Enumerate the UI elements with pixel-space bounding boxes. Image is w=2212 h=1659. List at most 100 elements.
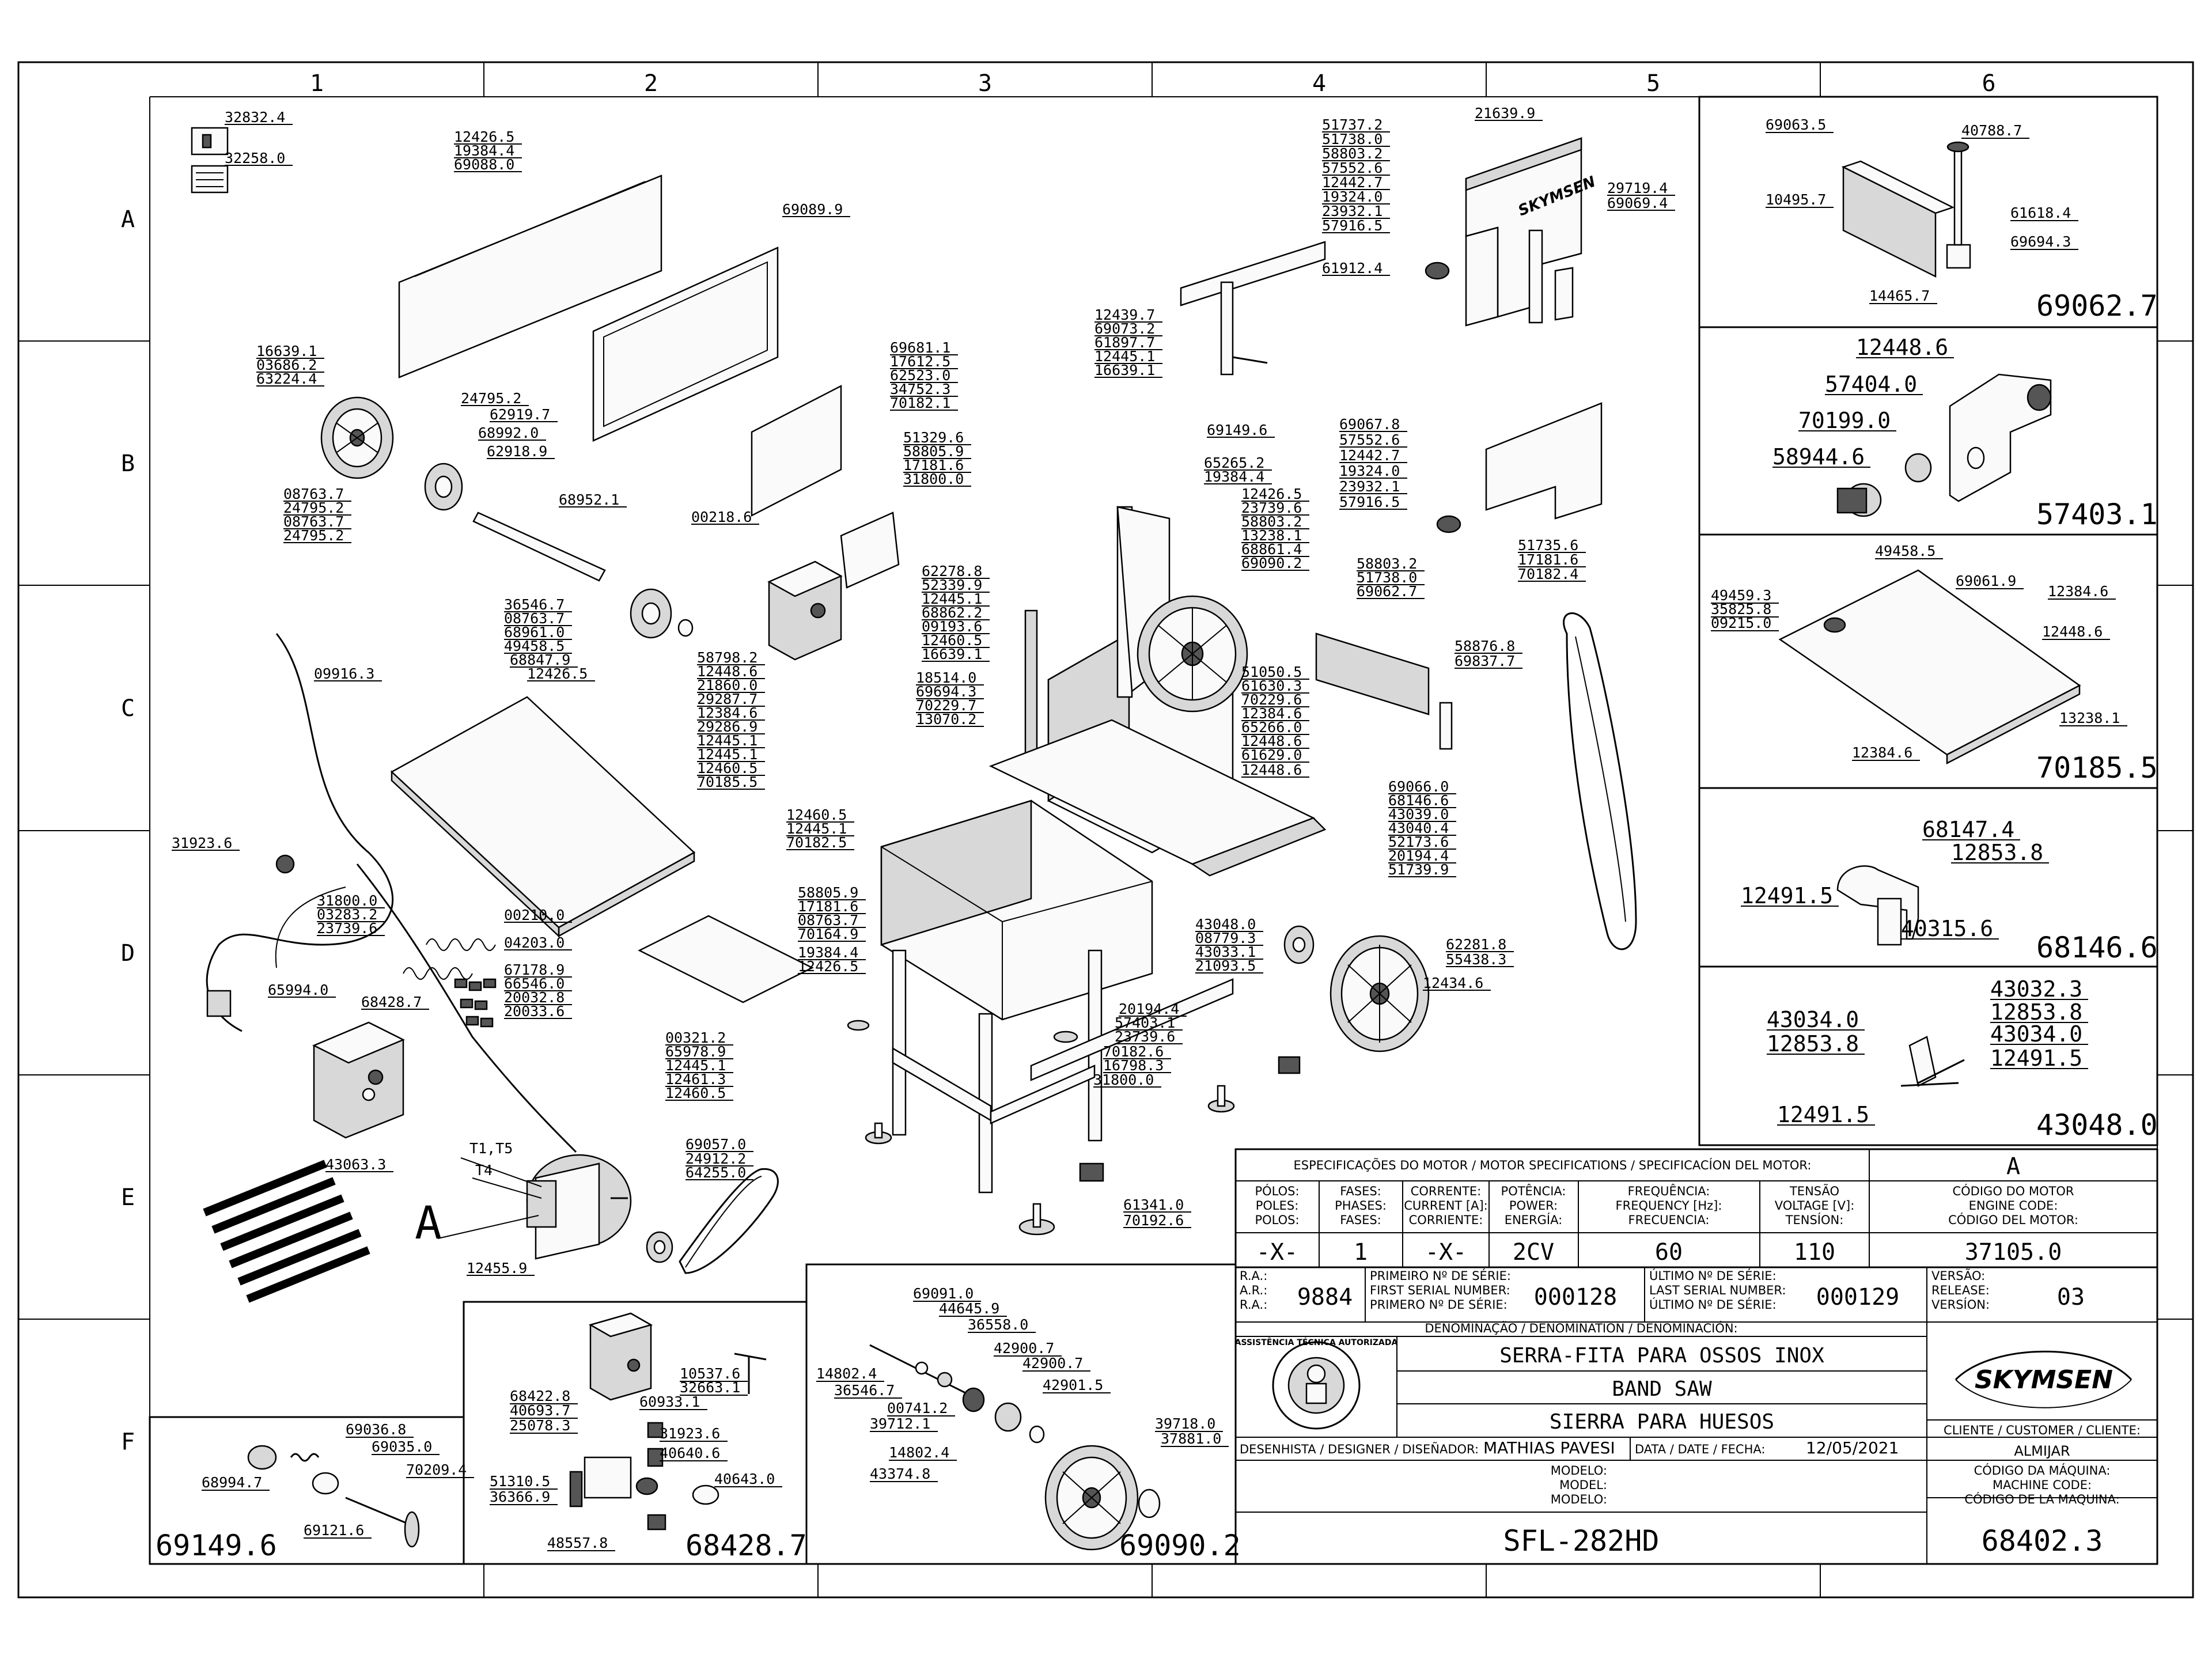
detail-box-code: 70185.5 (2036, 751, 2158, 785)
part-number-label: 36546.7 (504, 596, 565, 613)
motor-spec-value: 2CV (1513, 1239, 1554, 1266)
motor-spec-header: TENSÃO (1789, 1183, 1839, 1198)
designer-value: MATHIAS PAVESI (1483, 1438, 1615, 1457)
part-number-label: 12426.5 (1241, 486, 1302, 502)
model-label-2: MODEL: (1559, 1478, 1607, 1492)
part-number-label: 69681.1 (890, 339, 950, 356)
part-number-label: 23739.6 (317, 920, 377, 937)
detail-part-label: 43034.0 (1767, 1007, 1859, 1032)
part-number-label: 69066.0 (1388, 778, 1449, 795)
part-number-label: 62919.7 (490, 406, 550, 423)
part-number-label: 70182.5 (786, 834, 847, 851)
detail-part-label: 69035.0 (372, 1438, 432, 1455)
part-number-label: 70182.6 (1103, 1043, 1164, 1060)
part-number-label: 12445.1 (1094, 348, 1155, 365)
part-number-label: 31800.0 (1093, 1071, 1154, 1088)
detail-part-label: 14802.4 (889, 1444, 949, 1461)
part-number-label: 17612.5 (890, 353, 950, 370)
part-number-label: 00210.0 (504, 907, 565, 923)
part-number-label: 12460.5 (665, 1085, 726, 1101)
motor-spec-headers: PÓLOS:POLES:POLOS:FASES:PHASES:FASES:COR… (1255, 1183, 1854, 1227)
grid-row-label: B (121, 450, 135, 477)
engine-code-label-2: ENGINE CODE: (1969, 1199, 2058, 1213)
title-brand-logo: SKYMSEN (1975, 1365, 2113, 1395)
part-number-label: 12384.6 (1241, 705, 1302, 722)
part-number-label: 17181.6 (1518, 551, 1578, 568)
detail-part-label: 12448.6 (1856, 335, 1948, 360)
part-number-label: 12455.9 (467, 1260, 527, 1277)
detail-part-label: 31923.6 (660, 1425, 720, 1442)
part-number-label: 31800.0 (317, 892, 377, 909)
part-number-label: 03686.2 (256, 357, 317, 373)
part-number-label: 04203.0 (504, 934, 565, 951)
machine-code-label-3: CÓDIGO DE LA MAQUINA: (1964, 1492, 2119, 1506)
detail-part-label: 13238.1 (2059, 710, 2120, 726)
part-number-label: 16639.1 (922, 646, 982, 662)
detail-part-label: 12448.6 (2042, 623, 2103, 640)
detail-part-label: 12384.6 (1852, 744, 1912, 761)
part-number-label: 58798.2 (697, 649, 757, 666)
part-number-label: 32258.0 (225, 150, 285, 166)
detail-part-label: 68147.4 (1922, 817, 2014, 842)
part-number-label: 12448.6 (1241, 762, 1302, 778)
part-number-label: 69089.9 (782, 201, 843, 218)
engine-column-letter: A (2006, 1153, 2020, 1180)
part-number-label: 12460.5 (786, 806, 847, 823)
part-number-label: 62918.9 (487, 443, 547, 460)
ra-label-2: A.R.: (1240, 1283, 1267, 1297)
part-number-label: 12445.1 (786, 820, 847, 837)
detail-part-label: 69061.9 (1956, 573, 2016, 589)
part-number-label: 29719.4 (1607, 180, 1668, 196)
machine-code-label-1: CÓDIGO DA MÁQUINA: (1974, 1463, 2111, 1478)
part-number-label: 08763.7 (504, 610, 565, 627)
date-label: DATA / DATE / FECHA: (1635, 1442, 1765, 1456)
part-number-label: 23739.6 (1115, 1028, 1175, 1045)
name-portuguese: SERRA-FITA PARA OSSOS INOX (1499, 1344, 1824, 1368)
detail-part-label: 57404.0 (1825, 372, 1917, 397)
detail-part-label: 60933.1 (639, 1393, 700, 1410)
detail-part-label: 69063.5 (1766, 116, 1826, 133)
motor-spec-header: FREQUENCY [Hz]: (1616, 1199, 1722, 1213)
detail-part-label: 68422.8 (510, 1388, 570, 1404)
ra-label-1: R.A.: (1240, 1269, 1267, 1283)
detail-part-label: 40693.7 (510, 1402, 570, 1419)
motor-spec-header: TENSÍON: (1785, 1213, 1844, 1227)
part-number-label: 51738.0 (1357, 569, 1417, 586)
detail-part-label: 10495.7 (1766, 191, 1826, 208)
detail-part-label: 12384.6 (2048, 583, 2108, 600)
part-number-label: 64255.0 (685, 1164, 746, 1181)
motor-spec-header: ENERGÍA: (1505, 1213, 1562, 1227)
part-number-label: 57916.5 (1322, 217, 1382, 234)
motor-spec-header: PHASES: (1335, 1199, 1387, 1213)
detail-part-label: 14465.7 (1869, 287, 1930, 304)
part-number-label: 61897.7 (1094, 334, 1155, 351)
motor-reference-letter: A (415, 1198, 442, 1249)
motor-spec-header: FRECUENCIA: (1628, 1213, 1710, 1227)
part-number-label: 68952.1 (559, 491, 619, 508)
part-number-label: 12426.5 (798, 958, 858, 975)
version-value: 03 (2057, 1284, 2085, 1310)
detail-part-label: 42900.7 (994, 1340, 1054, 1357)
motor-spec-header: POWER: (1509, 1199, 1558, 1213)
part-number-label: 43063.3 (325, 1156, 386, 1173)
part-number-label: 70192.6 (1123, 1212, 1184, 1229)
detail-part-label: 39718.0 (1155, 1415, 1215, 1432)
part-number-label: 68428.7 (361, 994, 422, 1010)
part-number-label: 12461.3 (665, 1071, 726, 1088)
part-number-label: 68992.0 (478, 425, 539, 441)
date-value: 12/05/2021 (1806, 1438, 1899, 1457)
part-number-label: 58803.2 (1322, 145, 1382, 162)
client-value: ALMIJAR (2014, 1443, 2070, 1459)
motor-spec-value: 60 (1655, 1239, 1683, 1266)
part-number-label: 70164.9 (798, 926, 858, 942)
part-number-label: 12448.6 (697, 663, 757, 680)
first-serial-label-1: PRIMEIRO Nº DE SÉRIE: (1370, 1268, 1511, 1283)
motor-spec-header: CURRENT [A]: (1404, 1199, 1488, 1213)
motor-spec-value: -X- (1425, 1239, 1467, 1266)
part-number-label: 19324.0 (1322, 188, 1382, 205)
part-number-label: 69069.4 (1607, 195, 1668, 211)
part-number-label: 29286.9 (697, 718, 757, 735)
part-number-label: 24912.2 (685, 1150, 746, 1167)
